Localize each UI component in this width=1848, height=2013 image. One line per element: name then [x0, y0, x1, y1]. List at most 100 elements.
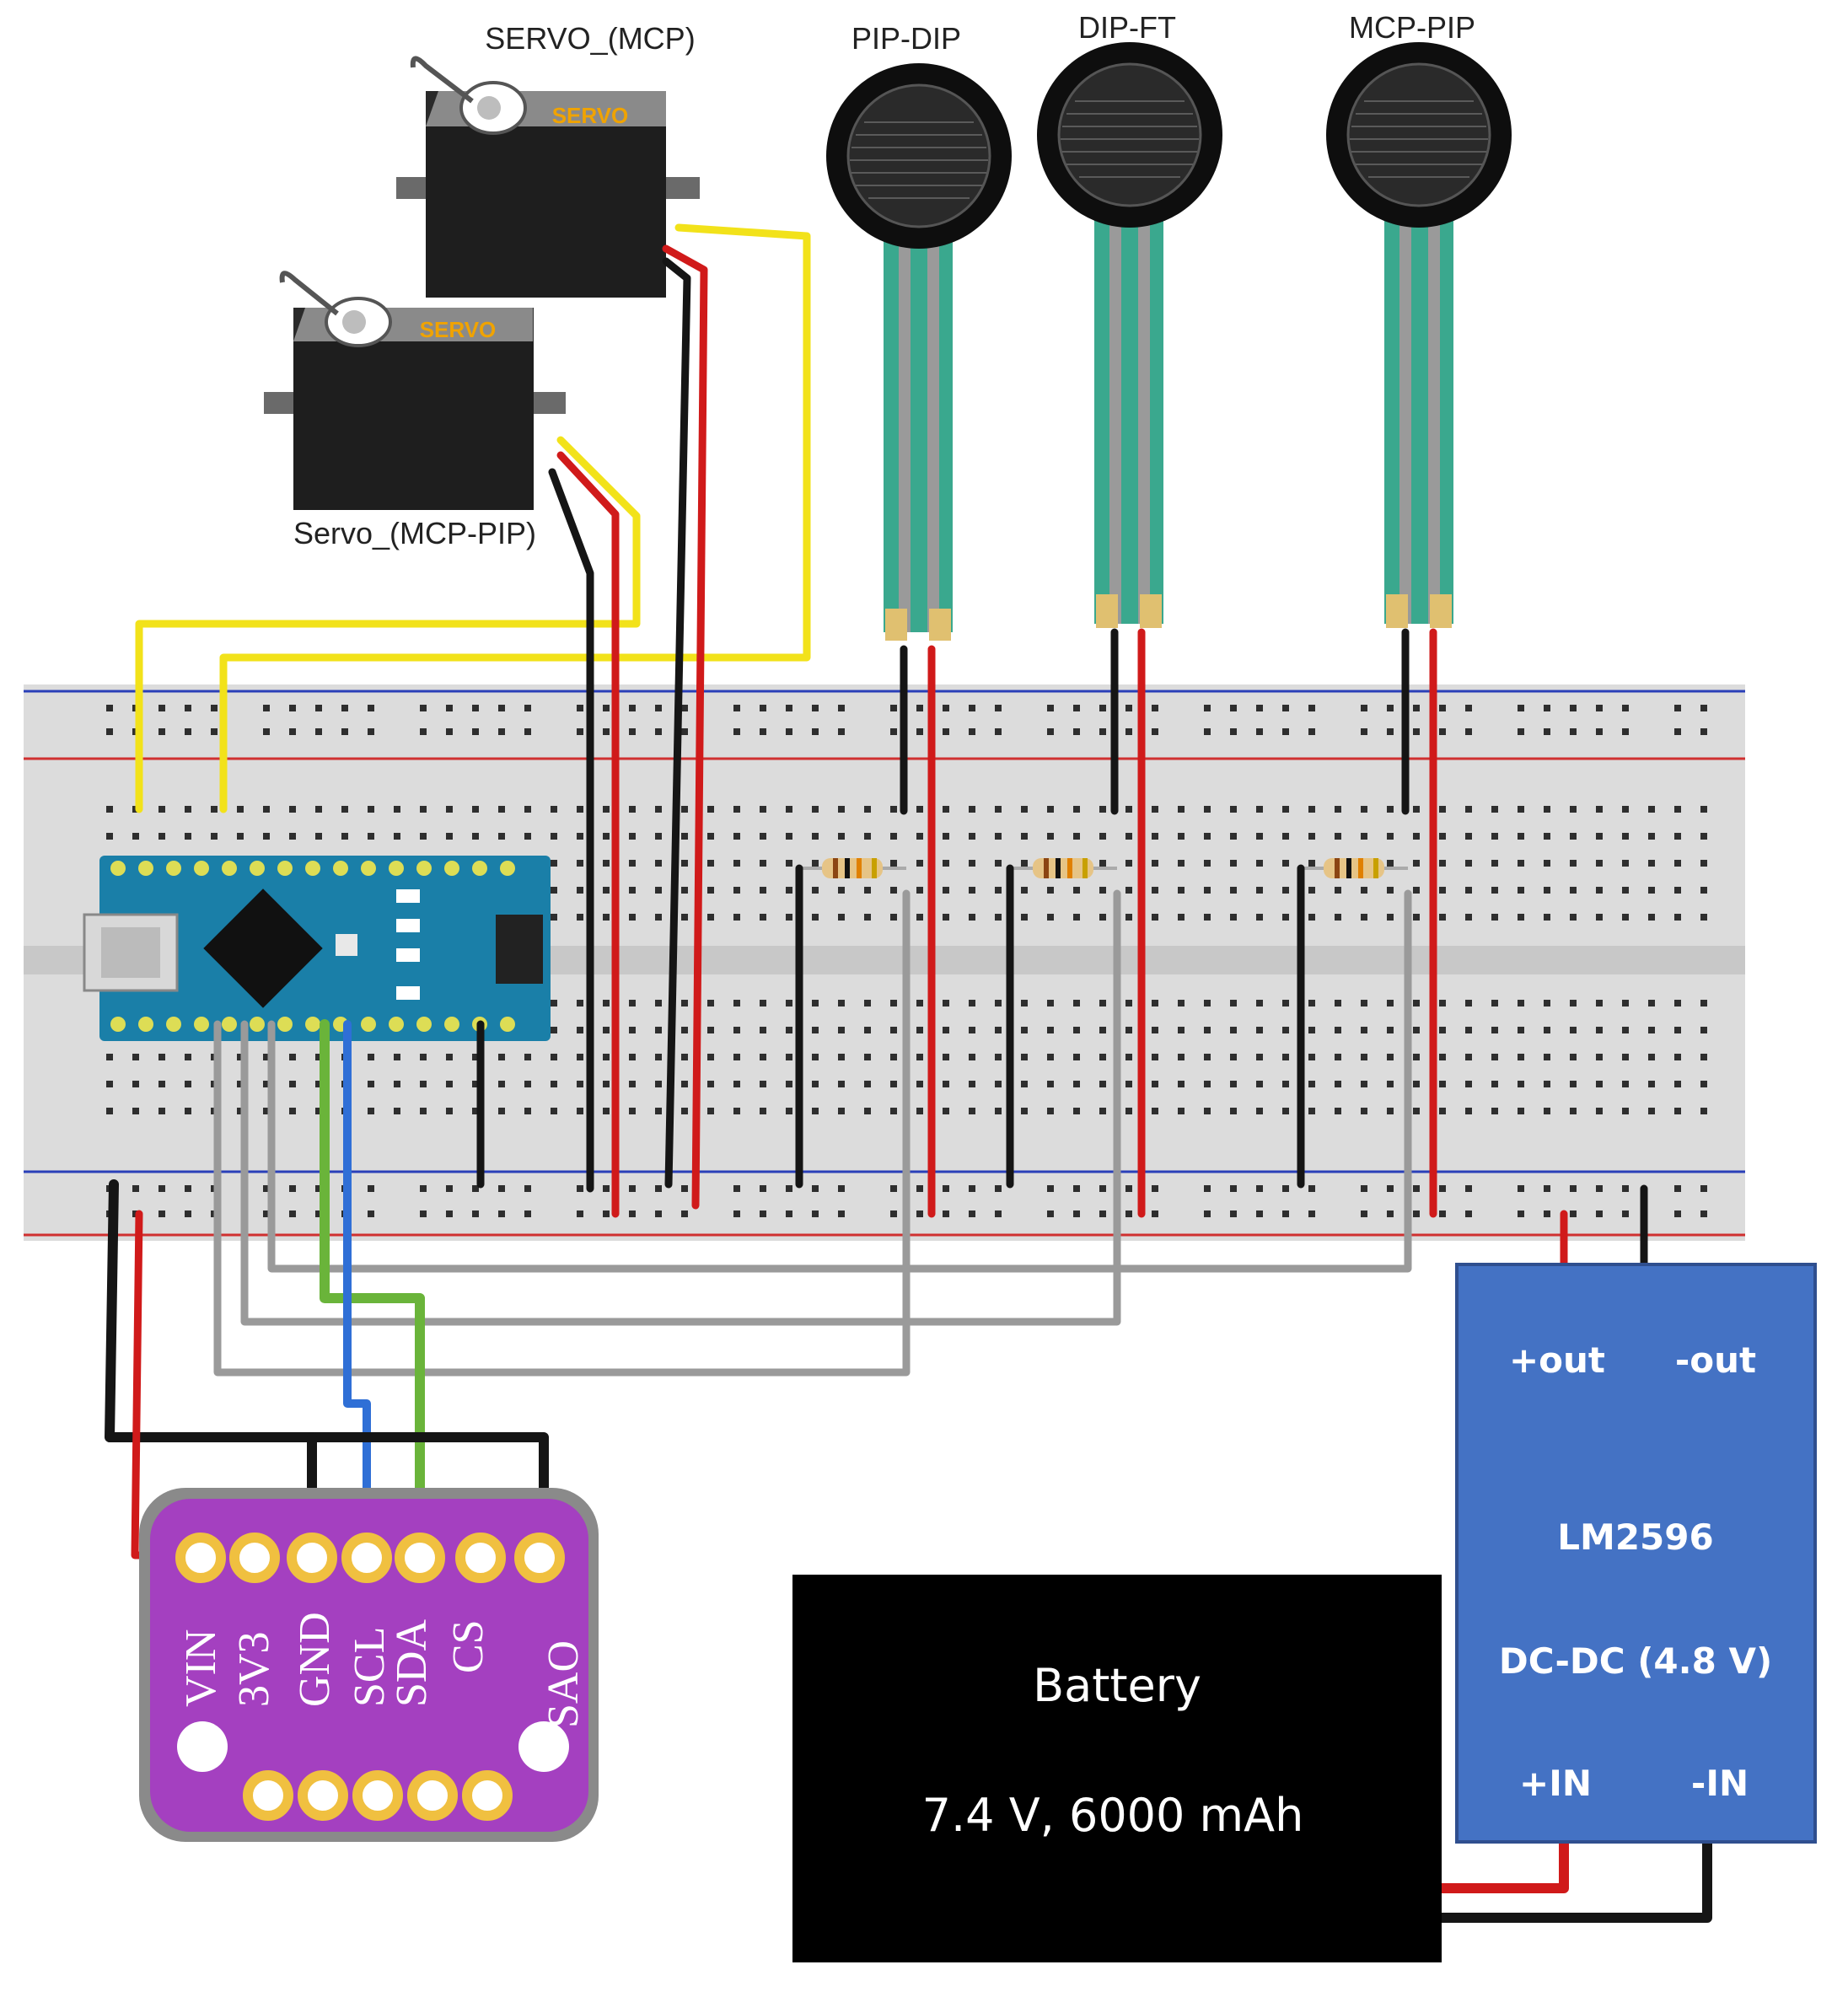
breadboard-hole	[603, 1108, 610, 1114]
breadboard-hole	[629, 1210, 636, 1217]
breadboard-hole	[1570, 1000, 1577, 1006]
breadboard-hole	[1439, 887, 1446, 894]
breadboard-hole	[1099, 833, 1106, 840]
breadboard-hole	[1152, 1027, 1158, 1033]
breadboard-hole	[315, 1054, 322, 1060]
breadboard-hole	[1544, 806, 1550, 813]
breadboard-hole	[916, 1054, 923, 1060]
breadboard-hole	[1204, 833, 1211, 840]
breadboard-hole	[1674, 1000, 1681, 1006]
breadboard-hole	[681, 1027, 688, 1033]
breadboard-hole	[812, 914, 819, 921]
breadboard-hole	[995, 705, 1002, 711]
nano-pin	[110, 1017, 126, 1032]
breadboard-hole	[1465, 1081, 1472, 1087]
breadboard-hole	[681, 705, 688, 711]
nano-pin	[500, 861, 515, 876]
breadboard-hole	[655, 705, 662, 711]
breadboard-hole	[1308, 1210, 1315, 1217]
breadboard-hole	[1439, 705, 1446, 711]
breadboard-hole	[838, 1000, 845, 1006]
breadboard-hole	[1021, 833, 1028, 840]
breadboard-hole	[1178, 1081, 1185, 1087]
breadboard-hole	[1570, 1081, 1577, 1087]
breadboard-hole	[368, 806, 374, 813]
breadboard-hole	[1047, 1108, 1054, 1114]
breadboard-hole	[577, 1000, 583, 1006]
breadboard-hole	[1308, 1027, 1315, 1033]
breadboard-hole	[786, 1027, 792, 1033]
breadboard-hole	[1152, 728, 1158, 735]
battery-spec: 7.4 V, 6000 mAh	[922, 1789, 1304, 1842]
breadboard-hole	[1413, 806, 1420, 813]
breadboard-hole	[760, 728, 766, 735]
breadboard-hole	[551, 833, 557, 840]
breadboard-hole	[1230, 728, 1237, 735]
breadboard-hole	[498, 1108, 505, 1114]
breadboard-hole	[1518, 1027, 1524, 1033]
breadboard-hole	[577, 705, 583, 711]
breadboard-hole	[1230, 1000, 1237, 1006]
breadboard-hole	[1413, 833, 1420, 840]
breadboard-hole	[1230, 705, 1237, 711]
breadboard-hole	[1256, 887, 1263, 894]
breadboard-hole	[1230, 806, 1237, 813]
battery: Battery 7.4 V, 6000 mAh	[792, 1575, 1442, 1962]
breadboard-hole	[106, 1108, 113, 1114]
breadboard-hole	[472, 806, 479, 813]
breadboard-hole	[1544, 833, 1550, 840]
imu-pin-cs: CS	[444, 1619, 492, 1673]
breadboard-hole	[1465, 1108, 1472, 1114]
breadboard-hole	[158, 1210, 165, 1217]
breadboard-hole	[498, 1054, 505, 1060]
breadboard-hole	[237, 806, 244, 813]
breadboard-hole	[1256, 806, 1263, 813]
breadboard-hole	[341, 728, 348, 735]
breadboard-hole	[420, 1054, 427, 1060]
breadboard-hole	[368, 1054, 374, 1060]
wire-gray-a1	[240, 889, 1121, 1326]
breadboard-hole	[733, 833, 740, 840]
breadboard-hole	[368, 1210, 374, 1217]
reg-out-pos: +out	[1509, 1339, 1605, 1381]
breadboard-hole	[1361, 705, 1367, 711]
breadboard-hole	[864, 887, 871, 894]
breadboard-hole	[185, 806, 191, 813]
breadboard-hole	[498, 1081, 505, 1087]
breadboard-hole	[1099, 705, 1106, 711]
breadboard-hole	[1178, 833, 1185, 840]
breadboard-hole	[1335, 1108, 1341, 1114]
breadboard-hole	[1622, 1054, 1629, 1060]
breadboard-hole	[106, 806, 113, 813]
breadboard-hole	[969, 1210, 975, 1217]
breadboard-hole	[1544, 860, 1550, 867]
breadboard-hole	[1387, 728, 1394, 735]
breadboard-hole	[1308, 1081, 1315, 1087]
breadboard-hole	[1465, 833, 1472, 840]
breadboard-hole	[890, 1000, 897, 1006]
breadboard-hole	[1335, 914, 1341, 921]
breadboard-hole	[158, 833, 165, 840]
breadboard-hole	[760, 705, 766, 711]
imu-breakout: VIN 3V3 GND SCL SDA CS SAO	[139, 1488, 599, 1842]
breadboard-hole	[420, 833, 427, 840]
breadboard-hole	[629, 860, 636, 867]
breadboard-hole	[1387, 887, 1394, 894]
breadboard-hole	[394, 833, 400, 840]
breadboard-hole	[1125, 1081, 1132, 1087]
breadboard-hole	[472, 1185, 479, 1192]
breadboard-hole	[1178, 860, 1185, 867]
breadboard-hole	[760, 1081, 766, 1087]
breadboard-hole	[1596, 914, 1603, 921]
breadboard-hole	[577, 1210, 583, 1217]
breadboard-hole	[1387, 1210, 1394, 1217]
breadboard-hole	[524, 728, 531, 735]
breadboard-hole	[106, 833, 113, 840]
breadboard-hole	[1021, 1081, 1028, 1087]
breadboard-hole	[1204, 1081, 1211, 1087]
breadboard-hole	[289, 705, 296, 711]
breadboard-hole	[1204, 1210, 1211, 1217]
breadboard-hole	[1335, 833, 1341, 840]
breadboard-hole	[1308, 705, 1315, 711]
breadboard-hole	[760, 1185, 766, 1192]
